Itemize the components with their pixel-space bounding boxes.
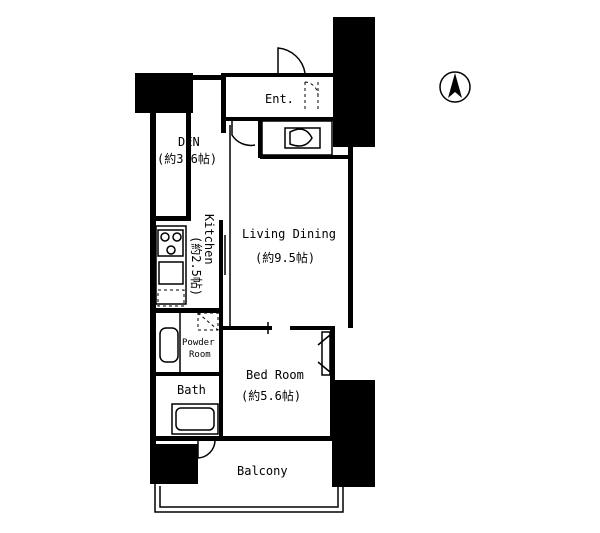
wall-den-right — [186, 113, 191, 221]
wall-den-top — [150, 75, 225, 80]
burner-icon — [160, 232, 170, 242]
room-label-bath: Bath — [177, 383, 206, 397]
wall-bath-bottom — [150, 436, 350, 441]
balcony-railing — [154, 484, 344, 513]
wall-right-bed — [330, 328, 335, 440]
room-label-powder: Powder — [182, 338, 215, 348]
bathtub-inner — [175, 407, 215, 431]
balcony-door-swing — [197, 440, 216, 459]
toilet-door-swing — [231, 121, 256, 147]
wall-left-outer — [150, 75, 156, 483]
wall-entry-lower — [260, 155, 352, 159]
room-size-den: (約3.6帖) — [157, 151, 217, 166]
room-label-powder-room: Room — [189, 350, 211, 360]
room-size-living: (約9.5帖) — [255, 250, 315, 265]
sink-icon — [158, 261, 184, 285]
room-label-bed: Bed Room — [246, 368, 304, 382]
kitchen-counter — [155, 225, 187, 305]
wall-bed-top-right — [290, 326, 335, 330]
room-size-kitchen: (約2.5帖) — [189, 236, 204, 296]
bathtub-icon — [171, 403, 219, 435]
wall-bath-top — [150, 372, 222, 376]
room-label-kitchen: Kitchen — [202, 214, 216, 265]
room-label-ent: Ent. — [265, 92, 294, 106]
room-label-den: DEN — [178, 135, 200, 149]
wall-entry-shelf — [226, 117, 336, 121]
washbasin-icon — [159, 327, 179, 363]
entrance-door-swing — [277, 47, 306, 74]
wall-kitchen-right — [219, 220, 223, 440]
toilet-icon — [284, 127, 321, 149]
burner-icon — [166, 245, 176, 255]
wall-bed-top-left — [222, 326, 272, 330]
wall-right-lower-column — [332, 380, 375, 487]
wall-ent-top — [221, 73, 336, 77]
north-arrow-icon — [439, 71, 471, 103]
burner-icon — [172, 232, 182, 242]
room-label-balcony: Balcony — [237, 464, 288, 478]
wall-den-bottom — [150, 216, 190, 221]
ent-closet-doors — [304, 81, 319, 112]
wall-toilet-left — [258, 120, 262, 158]
toilet-room — [261, 120, 333, 156]
balcony-inner-line — [159, 486, 339, 508]
room-label-living: Living Dining — [242, 227, 336, 241]
bed-closet — [317, 331, 331, 376]
wall-ent-left — [221, 73, 226, 133]
room-size-bed: (約5.6帖) — [241, 388, 301, 403]
wall-kitchen-bottom — [150, 308, 222, 313]
washer-space — [197, 312, 219, 331]
stove-icon — [157, 229, 184, 257]
wall-right-top-column — [333, 17, 375, 147]
wall-right-living — [348, 120, 353, 328]
fridge-space — [157, 289, 185, 307]
wall-bottom-left-block — [150, 444, 198, 484]
